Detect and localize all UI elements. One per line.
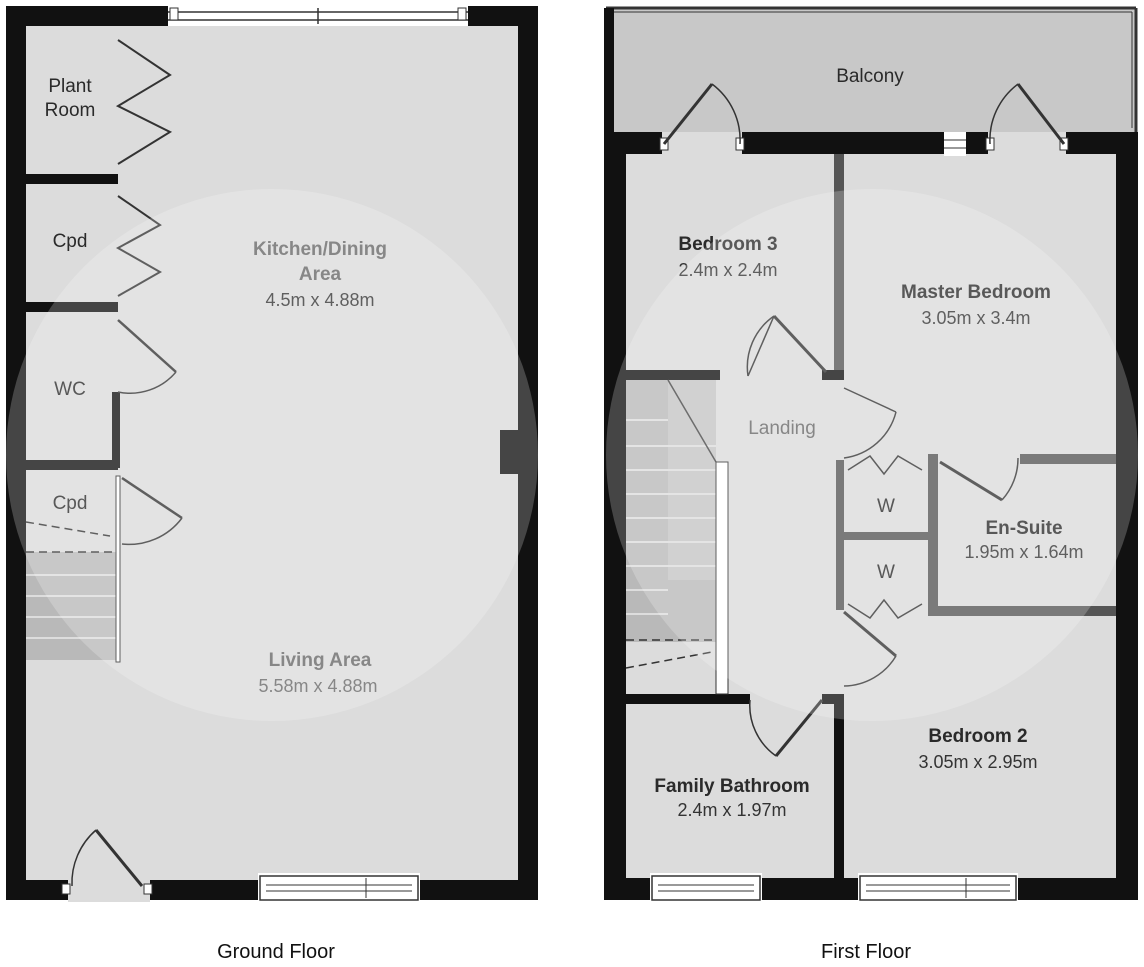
plant-room-label-line1: Plant [48, 76, 92, 97]
ground-floor-plan: Plant Room Cpd WC Cpd Kitchen/Dining Are… [6, 6, 538, 903]
landing-label: Landing [748, 418, 816, 439]
wc-wall [26, 460, 118, 470]
balcony-area [606, 8, 1136, 136]
cpd-upper-label: Cpd [53, 231, 88, 252]
ground-floor-title: Ground Floor [217, 941, 335, 963]
family-bathroom-label: Family Bathroom [654, 776, 809, 797]
bedroom3-master-wall [834, 154, 844, 376]
cpd-wall [26, 302, 118, 312]
plant-room-wall [26, 174, 118, 184]
master-bedroom-dimensions: 3.05m x 3.4m [921, 308, 1030, 328]
cpd-lower-label: Cpd [53, 493, 88, 514]
watermark-right [606, 189, 1138, 721]
bedroom3-label: Bedroom 3 [678, 234, 777, 255]
ensuite-wall-left [928, 454, 938, 614]
first-floor-plan: Balcony Bedroom 3 2.4m x 2.4m Master Bed… [604, 6, 1138, 903]
kitchen-dimensions: 4.5m x 4.88m [265, 290, 374, 310]
family-bathroom-dimensions: 2.4m x 1.97m [677, 800, 786, 820]
ensuite-label: En-Suite [985, 518, 1062, 539]
living-area-label: Living Area [269, 650, 372, 671]
wardrobe-lower-label: W [877, 562, 895, 583]
bathroom-top-wall [626, 694, 750, 704]
bedroom2-label: Bedroom 2 [928, 726, 1027, 747]
master-bedroom-label: Master Bedroom [901, 282, 1051, 303]
bedroom3-dimensions: 2.4m x 2.4m [678, 260, 777, 280]
wardrobe-wall [836, 460, 844, 610]
wc-label: WC [54, 379, 86, 400]
bedroom2-dimensions: 3.05m x 2.95m [918, 752, 1037, 772]
plant-room-label-line2: Room [45, 100, 96, 121]
ground-stairs [26, 552, 118, 660]
ground-floor-area [26, 26, 518, 880]
watermark-left [6, 189, 538, 721]
first-floor-title: First Floor [821, 941, 911, 963]
kitchen-label-line1: Kitchen/Dining [253, 239, 387, 260]
balcony-label: Balcony [836, 66, 904, 87]
front-door-opening [68, 878, 150, 902]
wardrobe-upper-label: W [877, 496, 895, 517]
bathroom-bedroom2-wall [834, 694, 844, 878]
kitchen-label-line2: Area [299, 264, 342, 285]
living-area-dimensions: 5.58m x 4.88m [258, 676, 377, 696]
ensuite-dimensions: 1.95m x 1.64m [964, 542, 1083, 562]
